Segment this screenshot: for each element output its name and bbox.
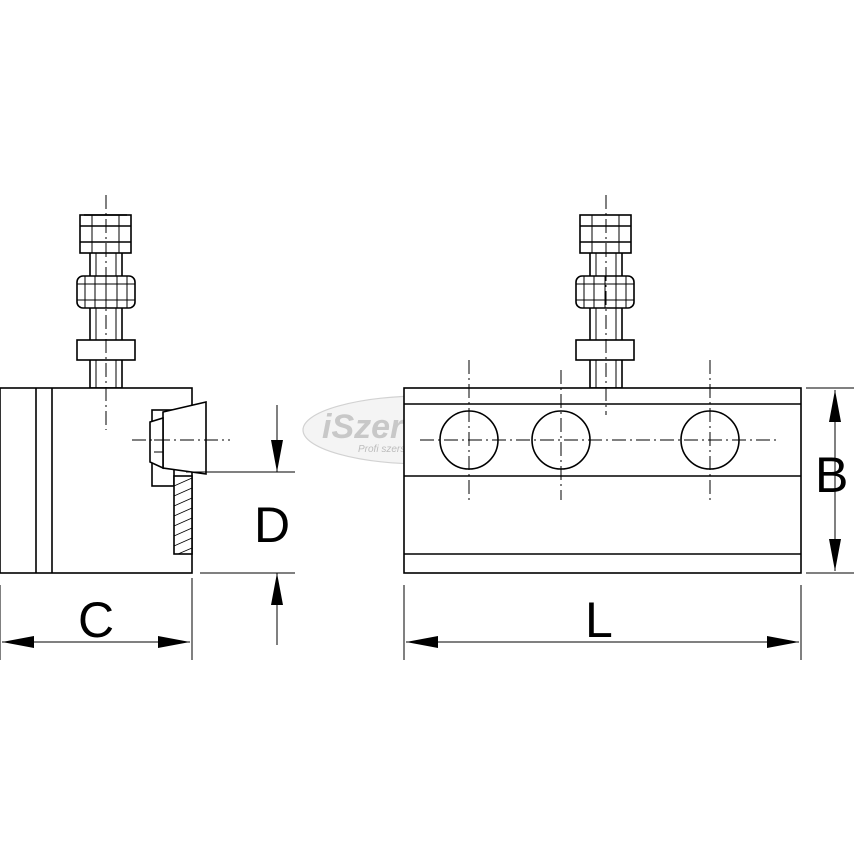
label-c: C bbox=[78, 592, 114, 648]
label-b: B bbox=[815, 447, 848, 503]
front-view bbox=[403, 195, 802, 574]
front-washer bbox=[575, 339, 635, 361]
side-jaw-insert bbox=[132, 400, 230, 555]
label-d: D bbox=[254, 497, 290, 553]
dimension-l: L bbox=[403, 585, 802, 660]
label-l: L bbox=[585, 592, 613, 648]
dimension-b: B bbox=[806, 387, 854, 574]
dimension-d: D bbox=[186, 405, 295, 645]
dimension-c: C bbox=[0, 578, 193, 660]
front-knurled-collar bbox=[575, 275, 635, 309]
side-view bbox=[0, 195, 230, 574]
